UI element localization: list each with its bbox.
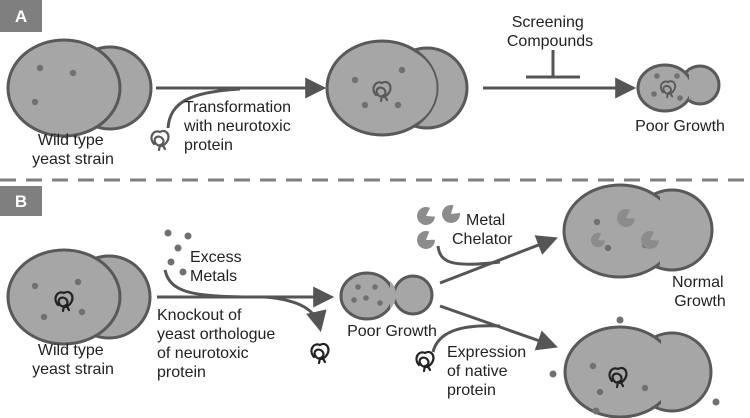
native-protein-icon bbox=[415, 350, 435, 373]
screening-compounds-label: Screening Compounds bbox=[507, 14, 593, 50]
neurotoxic-protein-icon-a bbox=[150, 129, 170, 152]
arrow-b-chelator-merge bbox=[436, 245, 501, 266]
normal-growth-label: Normal Growth bbox=[672, 274, 728, 310]
panel-b-letter: B bbox=[15, 192, 27, 211]
poor-growth-cell-b bbox=[339, 271, 434, 321]
wild-type-label-a: Wild type yeast strain bbox=[32, 132, 114, 168]
panel-b-tag bbox=[0, 186, 42, 216]
normal-growth-cell-chelator bbox=[562, 183, 714, 279]
arrow-a-merge bbox=[166, 87, 241, 129]
expression-label: Expression of native protein bbox=[447, 344, 531, 399]
panel-a-tag bbox=[0, 0, 42, 32]
metal-chelator-label: Metal Chelator bbox=[452, 212, 513, 248]
wild-type-cell-b bbox=[6, 248, 152, 346]
panel-b: B Wild type yeast strain Exc bbox=[0, 183, 728, 418]
pacman-chelator-icon bbox=[413, 228, 438, 253]
t-bar-inhibition-icon bbox=[526, 50, 580, 79]
arrow-b-knockout-branch bbox=[264, 295, 327, 333]
knocked-out-protein-icon bbox=[310, 342, 330, 365]
excess-metals-label: Excess Metals bbox=[190, 249, 246, 285]
panel-a-letter: A bbox=[15, 7, 27, 26]
excreted-metal-dots bbox=[549, 316, 720, 415]
transformation-label: Transformation with neurotoxic protein bbox=[183, 99, 295, 154]
knockout-label: Knockout of yeast orthologue of neurotox… bbox=[157, 307, 280, 381]
poor-growth-label-a: Poor Growth bbox=[635, 118, 725, 135]
pacman-chelator-icon bbox=[413, 204, 437, 229]
pacman-chelator-icon bbox=[438, 202, 463, 227]
arrow-b-expression-merge bbox=[431, 324, 501, 353]
wild-type-label-b: Wild type yeast strain bbox=[32, 342, 114, 378]
poor-growth-cell-a bbox=[636, 63, 721, 113]
transformed-cell bbox=[325, 39, 469, 137]
arrow-b-metals-merge bbox=[163, 269, 246, 299]
wild-type-cell-a bbox=[6, 38, 153, 138]
normal-growth-cell-expression bbox=[563, 325, 713, 418]
poor-growth-label-b: Poor Growth bbox=[347, 323, 437, 340]
panel-a: A Wild type yeast strain Transformation … bbox=[0, 0, 725, 168]
excess-metal-dots bbox=[164, 229, 192, 276]
